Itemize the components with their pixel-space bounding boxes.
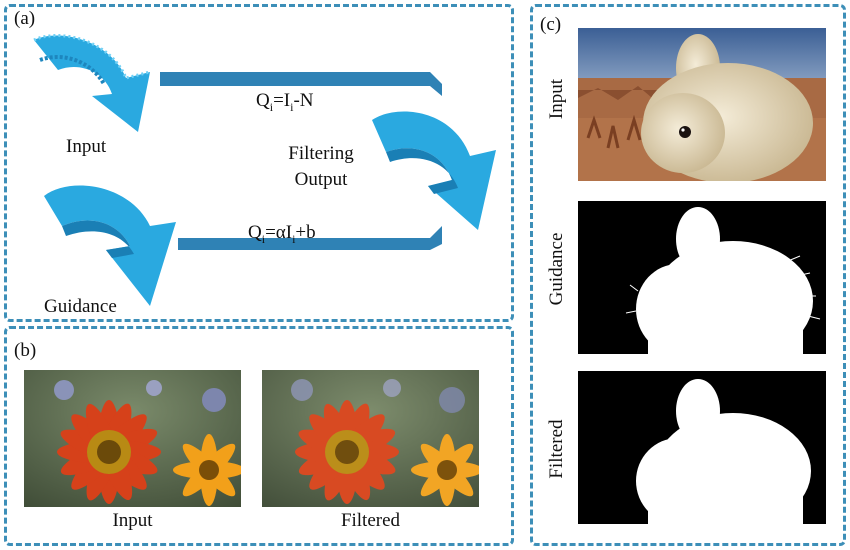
flower-input-image (24, 370, 241, 507)
panel-c (530, 4, 846, 546)
panel-b (4, 326, 514, 546)
panel-a (4, 4, 514, 322)
panel-b-tag: (b) (14, 340, 37, 361)
guidance-label-a: Guidance (44, 296, 117, 317)
bunny-filtered-mask (578, 371, 826, 524)
bottom-flow-arrow (178, 226, 442, 250)
bunny-guidance-mask (578, 201, 826, 354)
output-label: Output (294, 169, 348, 190)
panel-c-tag: (c) (540, 14, 562, 35)
input-label-c: Input (546, 78, 567, 120)
guidance-curved-arrow-icon (44, 185, 176, 306)
equation-linear: Qi=αIi+b (248, 222, 316, 246)
input-label-a: Input (66, 136, 107, 157)
bunny-input-image (578, 28, 826, 181)
top-flow-arrow (160, 72, 442, 96)
filtering-output-curved-arrow-icon (372, 111, 496, 230)
guidance-label-c: Guidance (546, 232, 567, 306)
equation-noise: Qi=Ii-N (256, 90, 314, 114)
flower-filtered-image (262, 370, 479, 507)
input-curved-arrow-icon (33, 34, 151, 132)
filtering-label: Filtering (288, 143, 354, 164)
filtered-label-b: Filtered (340, 510, 401, 531)
input-label-b: Input (112, 510, 153, 531)
filtered-label-c: Filtered (546, 419, 567, 479)
panel-a-tag: (a) (14, 8, 36, 29)
